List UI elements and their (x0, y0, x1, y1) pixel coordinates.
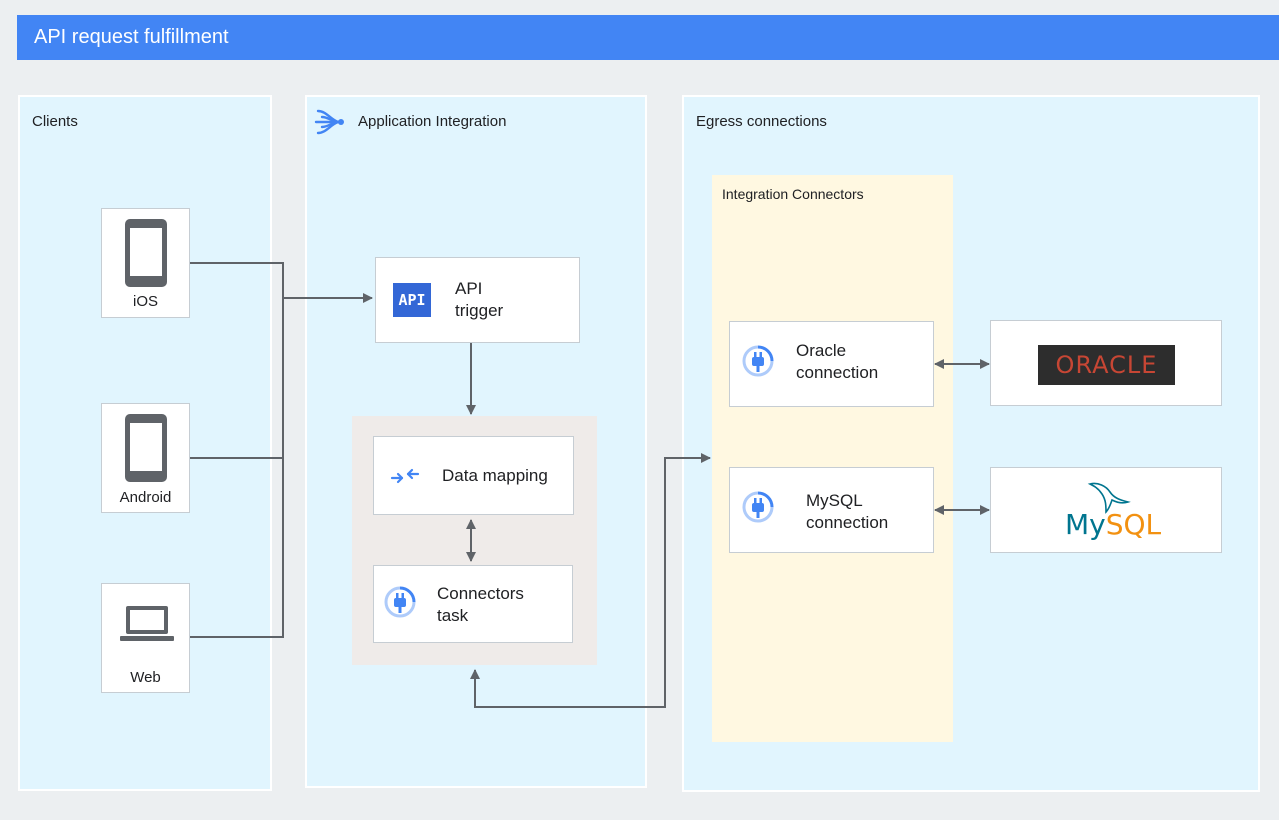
connectors-task-label: Connectors task (437, 584, 524, 625)
api-trigger-node[interactable]: API API trigger (375, 257, 580, 343)
oracle-connection-node[interactable]: Oracle connection (729, 321, 934, 407)
plug-icon (741, 344, 775, 383)
data-mapping-label: Data mapping (442, 466, 548, 485)
client-ios-label: iOS (132, 293, 158, 310)
oracle-database-card[interactable]: ORACLE (990, 320, 1222, 406)
mysql-logo: MySQL (1065, 508, 1161, 541)
plug-icon (741, 490, 775, 529)
mysql-connection-node[interactable]: MySQL connection (729, 467, 934, 553)
oracle-connection-label: Oracle connection (796, 341, 879, 382)
integration-connectors-panel-title: Integration Connectors (722, 186, 864, 202)
mysql-logo-my: My (1065, 508, 1106, 541)
data-mapping-node[interactable]: Data mapping (373, 436, 574, 515)
clients-bus-line (190, 262, 284, 638)
egress-connections-panel-title: Egress connections (696, 113, 827, 130)
mysql-database-card[interactable]: MySQL (990, 467, 1222, 553)
client-web-card[interactable]: Web (101, 583, 190, 693)
mysql-connection-label: MySQL connection (806, 491, 889, 532)
task-to-connectors-arrow (470, 453, 711, 708)
oracle-logo-text: ORACLE (1055, 351, 1158, 379)
phone-icon (124, 413, 168, 488)
client-android-label: Android (119, 489, 172, 506)
application-integration-panel-title: Application Integration (358, 113, 507, 130)
mysql-logo-sql: SQL (1105, 508, 1162, 541)
oracle-logo: ORACLE (1038, 345, 1175, 385)
client-android-card[interactable]: Android (101, 403, 190, 513)
data-mapping-icon (390, 465, 420, 492)
phone-icon (124, 218, 168, 293)
api-icon: API (393, 283, 431, 317)
client-web-label: Web (130, 669, 161, 686)
laptop-icon (119, 604, 175, 649)
connectors-task-node[interactable]: Connectors task (373, 565, 573, 643)
diagram-header: API request fulfillment (17, 15, 1279, 60)
application-integration-icon (314, 105, 348, 139)
diagram-title: API request fulfillment (34, 26, 229, 48)
integration-connectors-panel (712, 175, 953, 742)
plug-icon (383, 585, 417, 624)
clients-panel-title: Clients (32, 113, 78, 130)
api-trigger-label: API trigger (455, 279, 504, 320)
client-ios-card[interactable]: iOS (101, 208, 190, 318)
dolphin-icon (1084, 480, 1132, 519)
